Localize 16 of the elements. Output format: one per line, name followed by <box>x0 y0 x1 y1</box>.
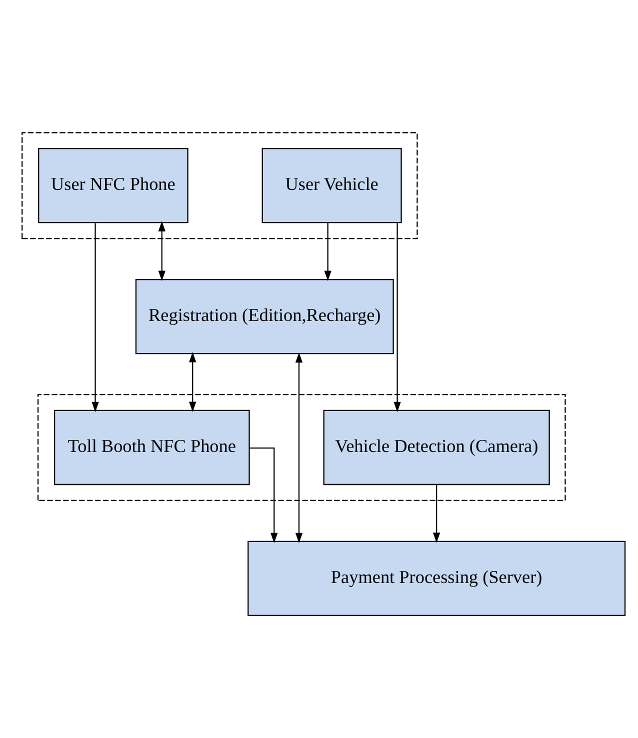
arrow <box>92 222 99 412</box>
arrow <box>189 352 196 412</box>
arrow <box>432 484 440 542</box>
arrow <box>394 222 401 412</box>
arrow <box>249 447 278 543</box>
cluster <box>22 132 418 239</box>
node-box: Payment Processing (Server) <box>248 540 626 616</box>
arrow <box>295 352 303 543</box>
node-box: Registration (Edition,Recharge) <box>135 278 394 354</box>
node-box: User NFC Phone <box>38 148 188 223</box>
arrow <box>324 222 332 281</box>
node-box: User Vehicle <box>262 148 402 223</box>
node-box: Vehicle Detection (Camera) <box>323 409 550 485</box>
node-box: Toll Booth NFC Phone <box>54 409 250 485</box>
arrow <box>158 220 166 281</box>
cluster <box>37 393 566 501</box>
